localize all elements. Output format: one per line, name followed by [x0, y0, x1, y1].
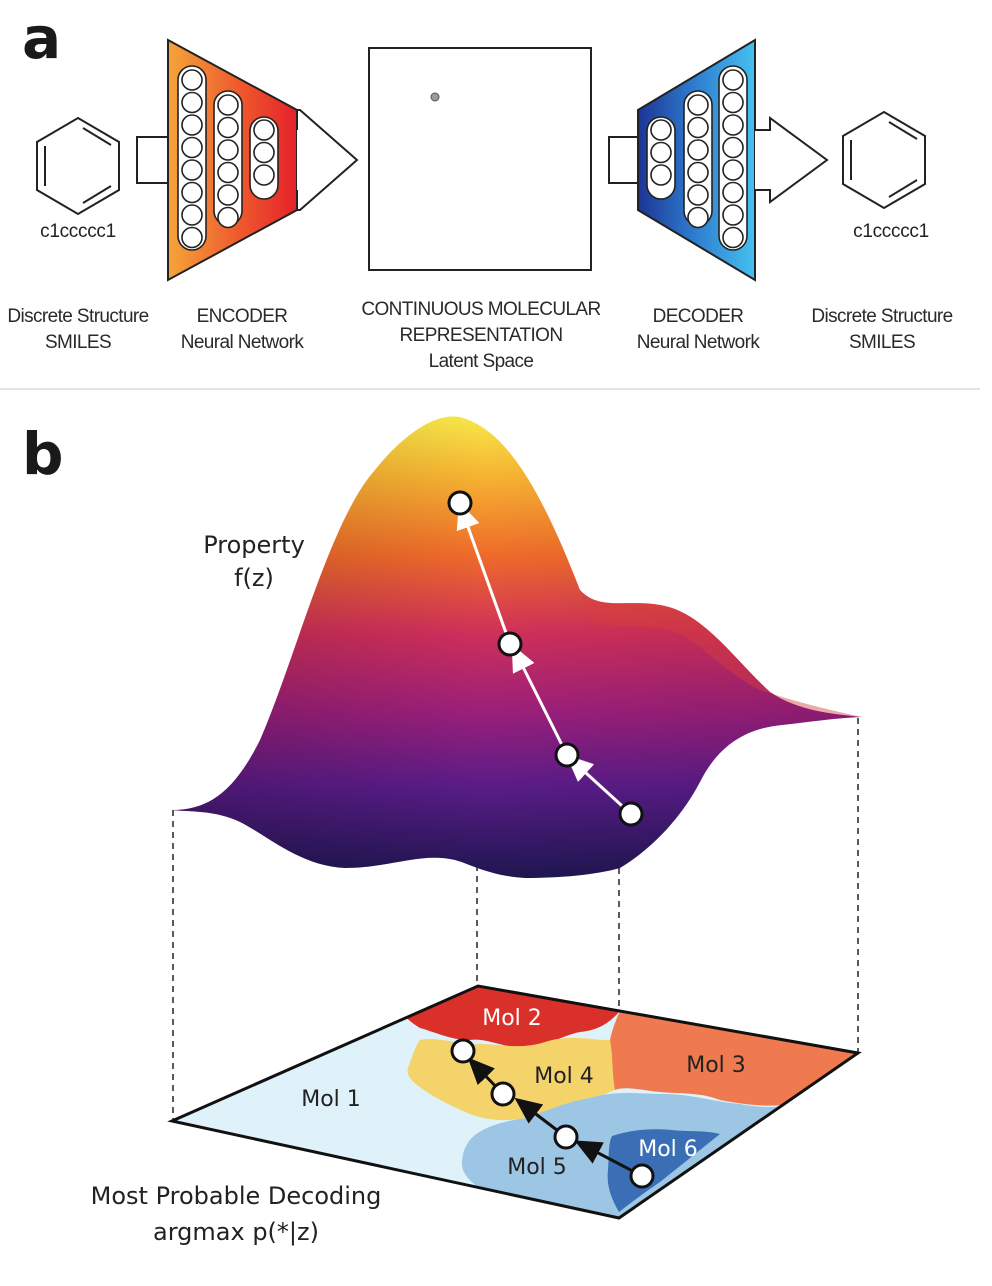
neuron-node	[253, 164, 275, 186]
decoder-caption-line2: Neural Network	[637, 332, 761, 353]
neuron-node	[722, 204, 744, 226]
input-caption-line2: SMILES	[45, 332, 111, 353]
mol3-region	[610, 1011, 858, 1106]
decoding-label-line2: argmax p(*|z)	[153, 1218, 319, 1246]
neuron-node	[217, 116, 239, 139]
latent-caption-line1: CONTINUOUS MOLECULAR	[361, 299, 600, 320]
neuron-node	[687, 139, 709, 161]
property-label-line1: Property	[203, 531, 305, 559]
plane-point-1	[629, 1163, 655, 1189]
output-caption-line2: SMILES	[849, 332, 915, 353]
neuron-node	[217, 161, 239, 184]
input-benzene-icon	[36, 116, 120, 216]
latent-space-box	[368, 47, 592, 271]
neuron-node	[253, 119, 275, 141]
decoding-label-line1: Most Probable Decoding	[91, 1182, 382, 1210]
mol4-label: Mol 4	[534, 1064, 594, 1089]
neuron-node	[687, 94, 709, 116]
input-smiles: c1ccccc1	[40, 221, 116, 242]
output-smiles: c1ccccc1	[853, 221, 929, 242]
output-benzene-icon	[842, 110, 926, 210]
neuron-node	[217, 206, 239, 229]
latent-caption-line3: Latent Space	[429, 351, 534, 372]
output-caption-line1: Discrete Structure	[811, 306, 952, 327]
neuron-node	[181, 114, 203, 136]
plane-point-3	[490, 1081, 516, 1107]
neuron-node	[687, 161, 709, 184]
input-caption-line1: Discrete Structure	[7, 306, 148, 327]
neuron-node	[181, 226, 203, 249]
plane-point-4	[450, 1038, 476, 1064]
latent-caption-line2: REPRESENTATION	[400, 325, 563, 346]
mol6-region	[607, 1129, 720, 1212]
decoder-input-arrow	[608, 136, 641, 184]
decoder-network	[637, 38, 829, 282]
neuron-node	[650, 119, 672, 141]
input-arrow	[136, 136, 171, 184]
surface-point-4	[447, 490, 473, 516]
neuron-node	[650, 141, 672, 164]
surface-path	[447, 490, 644, 827]
neuron-node	[722, 136, 744, 159]
neuron-node	[217, 94, 239, 116]
panel-a-letter: a	[22, 4, 61, 72]
mol5-label: Mol 5	[507, 1155, 567, 1180]
surface-point-3	[497, 631, 523, 657]
mol1-label: Mol 1	[301, 1087, 361, 1112]
surface-point-2	[554, 742, 580, 768]
neuron-node	[687, 206, 709, 229]
neuron-node	[181, 136, 203, 159]
mol2-label: Mol 2	[482, 1006, 542, 1031]
neuron-node	[181, 91, 203, 114]
neuron-node	[181, 69, 203, 91]
neuron-node	[722, 91, 744, 114]
neuron-node	[253, 141, 275, 164]
neuron-node	[722, 114, 744, 136]
mol3-label: Mol 3	[686, 1053, 746, 1078]
neuron-node	[217, 139, 239, 161]
neuron-node	[722, 159, 744, 181]
encoder-caption-line2: Neural Network	[181, 332, 305, 353]
neuron-node	[687, 116, 709, 139]
decoder-caption-line1: DECODER	[653, 306, 744, 327]
encoder-caption-line1: ENCODER	[197, 306, 288, 327]
encoder-network	[167, 38, 359, 282]
neuron-node	[181, 181, 203, 204]
latent-point	[430, 92, 440, 102]
neuron-node	[687, 184, 709, 206]
mol6-label: Mol 6	[638, 1137, 698, 1162]
neuron-node	[650, 164, 672, 186]
surface-point-1	[618, 801, 644, 827]
neuron-node	[722, 226, 744, 249]
neuron-node	[722, 181, 744, 204]
property-label-line2: f(z)	[234, 564, 274, 592]
neuron-node	[722, 69, 744, 91]
neuron-node	[181, 204, 203, 226]
plane-point-2	[553, 1124, 579, 1150]
plane-path	[450, 1038, 655, 1189]
neuron-node	[217, 184, 239, 206]
panel-b-letter: b	[22, 420, 64, 488]
neuron-node	[181, 159, 203, 181]
